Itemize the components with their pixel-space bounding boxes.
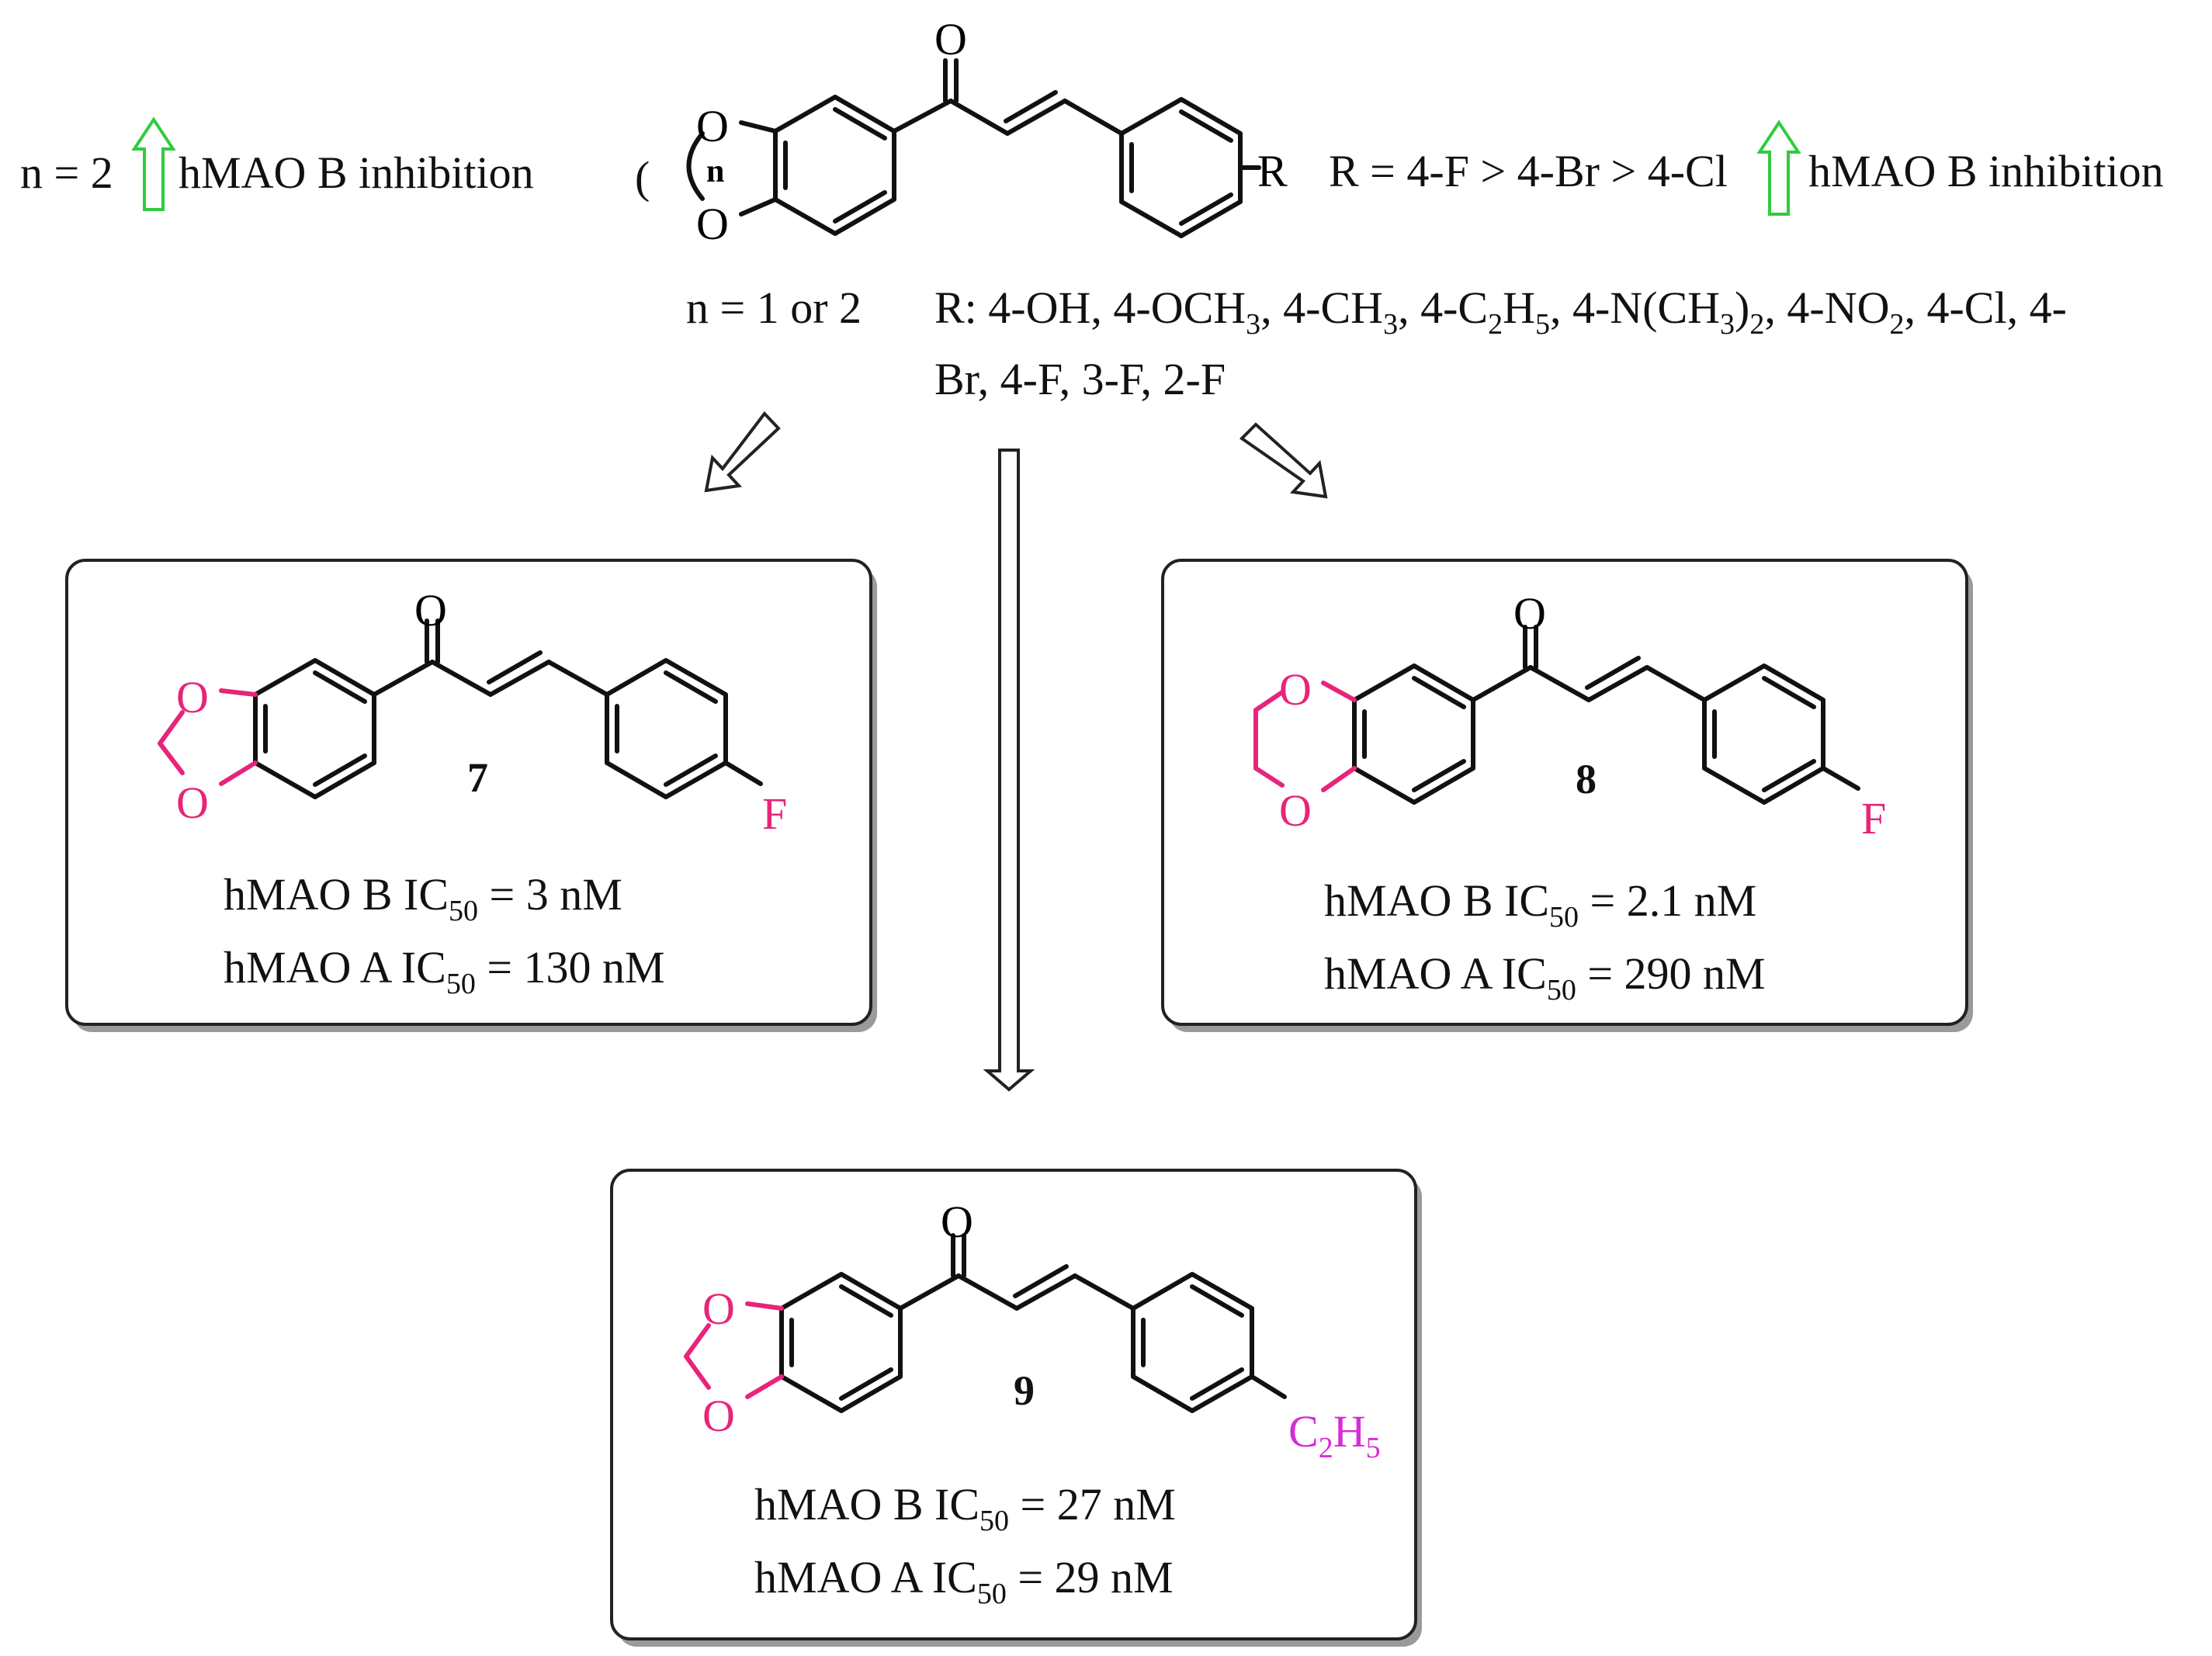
ic50-mao-b: hMAO B IC50 = 3 nM bbox=[224, 869, 622, 927]
right-note-prefix: R = 4-F > 4-Br > 4-Cl bbox=[1329, 146, 1728, 196]
arrow-to-8-icon bbox=[1239, 422, 1328, 499]
atom-o: O bbox=[696, 199, 729, 249]
ic50-mao-b: hMAO B IC50 = 2.1 nM bbox=[1324, 875, 1756, 934]
fluorine-atom: F bbox=[1861, 793, 1886, 844]
left-note: n = 2 hMAO B inhibition bbox=[20, 116, 534, 211]
up-arrow-icon bbox=[131, 116, 176, 211]
ring-b bbox=[1119, 97, 1243, 238]
fluorine-atom: F bbox=[762, 788, 787, 839]
right-note-text: hMAO B inhibition bbox=[1808, 146, 2164, 196]
r-group-label: R bbox=[1257, 146, 1288, 196]
arrow-to-9-icon bbox=[983, 449, 1035, 1092]
r-substituents-line2: Br, 4-F, 3-F, 2-F bbox=[934, 354, 1226, 404]
scaffold-structure: O O n O R bbox=[686, 14, 1288, 249]
n-values: n = 1 or 2 bbox=[686, 282, 862, 333]
compound-number: 8 bbox=[1576, 756, 1597, 802]
left-note-prefix: n = 2 bbox=[20, 147, 113, 198]
paren: ( bbox=[635, 152, 650, 203]
left-note-text: hMAO B inhibition bbox=[179, 147, 534, 198]
compound-7-structure: O O O F bbox=[158, 585, 787, 839]
carbonyl-oxygen: O bbox=[1513, 588, 1546, 639]
atom-o: O bbox=[696, 101, 729, 151]
ring-oxygen: O bbox=[702, 1284, 735, 1334]
r-substituents-line1: R: 4-OH, 4-OCH3, 4-CH3, 4-C2H5, 4-N(CH3)… bbox=[934, 282, 2067, 341]
ring-oxygen: O bbox=[702, 1391, 735, 1441]
compound-9-structure: O O O C2H5 bbox=[684, 1197, 1381, 1464]
ethyl-substituent: C2H5 bbox=[1288, 1406, 1381, 1464]
ic50-mao-b: hMAO B IC50 = 27 nM bbox=[754, 1479, 1176, 1537]
ring-oxygen: O bbox=[176, 778, 209, 828]
compound-8-card: O O O F 8 hMAO B IC50 = 2.1 nM hMAO A IC… bbox=[1161, 559, 1973, 1032]
carbonyl-oxygen: O bbox=[414, 585, 447, 636]
compound-7-card: O O O F 7 hMAO B IC50 = 3 nM hMAO A IC50… bbox=[65, 559, 877, 1032]
atom-o: O bbox=[934, 14, 967, 64]
ring-a bbox=[773, 95, 896, 236]
arrow-to-7-icon bbox=[704, 411, 781, 493]
n-subscript: n bbox=[706, 154, 724, 189]
carbonyl-oxygen: O bbox=[941, 1197, 973, 1247]
ic50-mao-a: hMAO A IC50 = 290 nM bbox=[1324, 948, 1766, 1006]
right-note: R = 4-F > 4-Br > 4-Cl hMAO B inhibition bbox=[1329, 120, 2164, 216]
ring-oxygen: O bbox=[1279, 785, 1312, 836]
compound-number: 9 bbox=[1014, 1367, 1035, 1414]
ic50-mao-a: hMAO A IC50 = 29 nM bbox=[754, 1552, 1174, 1610]
compound-9-card: O O O C2H5 9 hMAO B IC50 = 27 nM hMAO A … bbox=[610, 1169, 1422, 1647]
ring-oxygen: O bbox=[1279, 664, 1312, 715]
ic50-mao-a: hMAO A IC50 = 130 nM bbox=[224, 942, 665, 1000]
ring-oxygen: O bbox=[176, 672, 209, 722]
compound-number: 7 bbox=[467, 754, 488, 801]
compound-8-structure: O O O F bbox=[1253, 588, 1886, 844]
up-arrow-icon bbox=[1756, 120, 1801, 216]
